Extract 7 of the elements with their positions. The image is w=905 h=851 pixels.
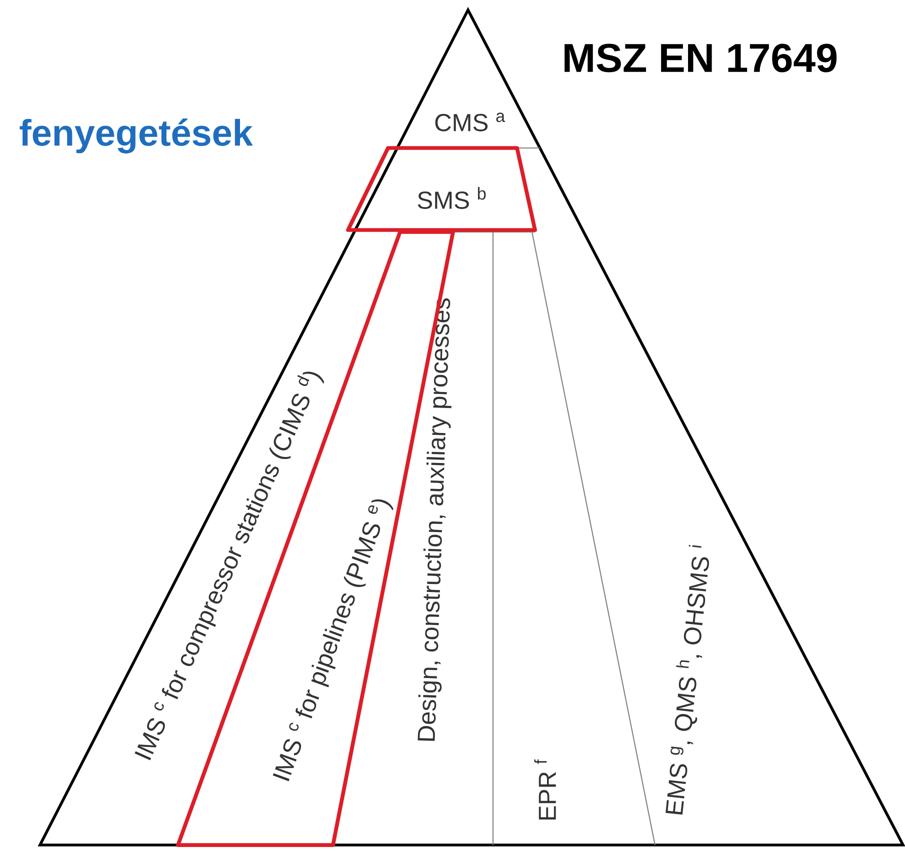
section-label: CMS $^{a}$: [435, 112, 506, 132]
section-label: EPR $^{f}$: [534, 759, 556, 820]
title: MSZ EN 17649: [564, 44, 837, 72]
side-label: fenyegetések: [20, 118, 253, 154]
section-label: EMS $^{g}$, QMS $^{h}$, OHSMS $^{i}$: [666, 544, 709, 815]
section-label: Design, construction, auxiliary processes: [418, 298, 452, 741]
framed-section: SMS $^{b}$: [346, 146, 537, 232]
